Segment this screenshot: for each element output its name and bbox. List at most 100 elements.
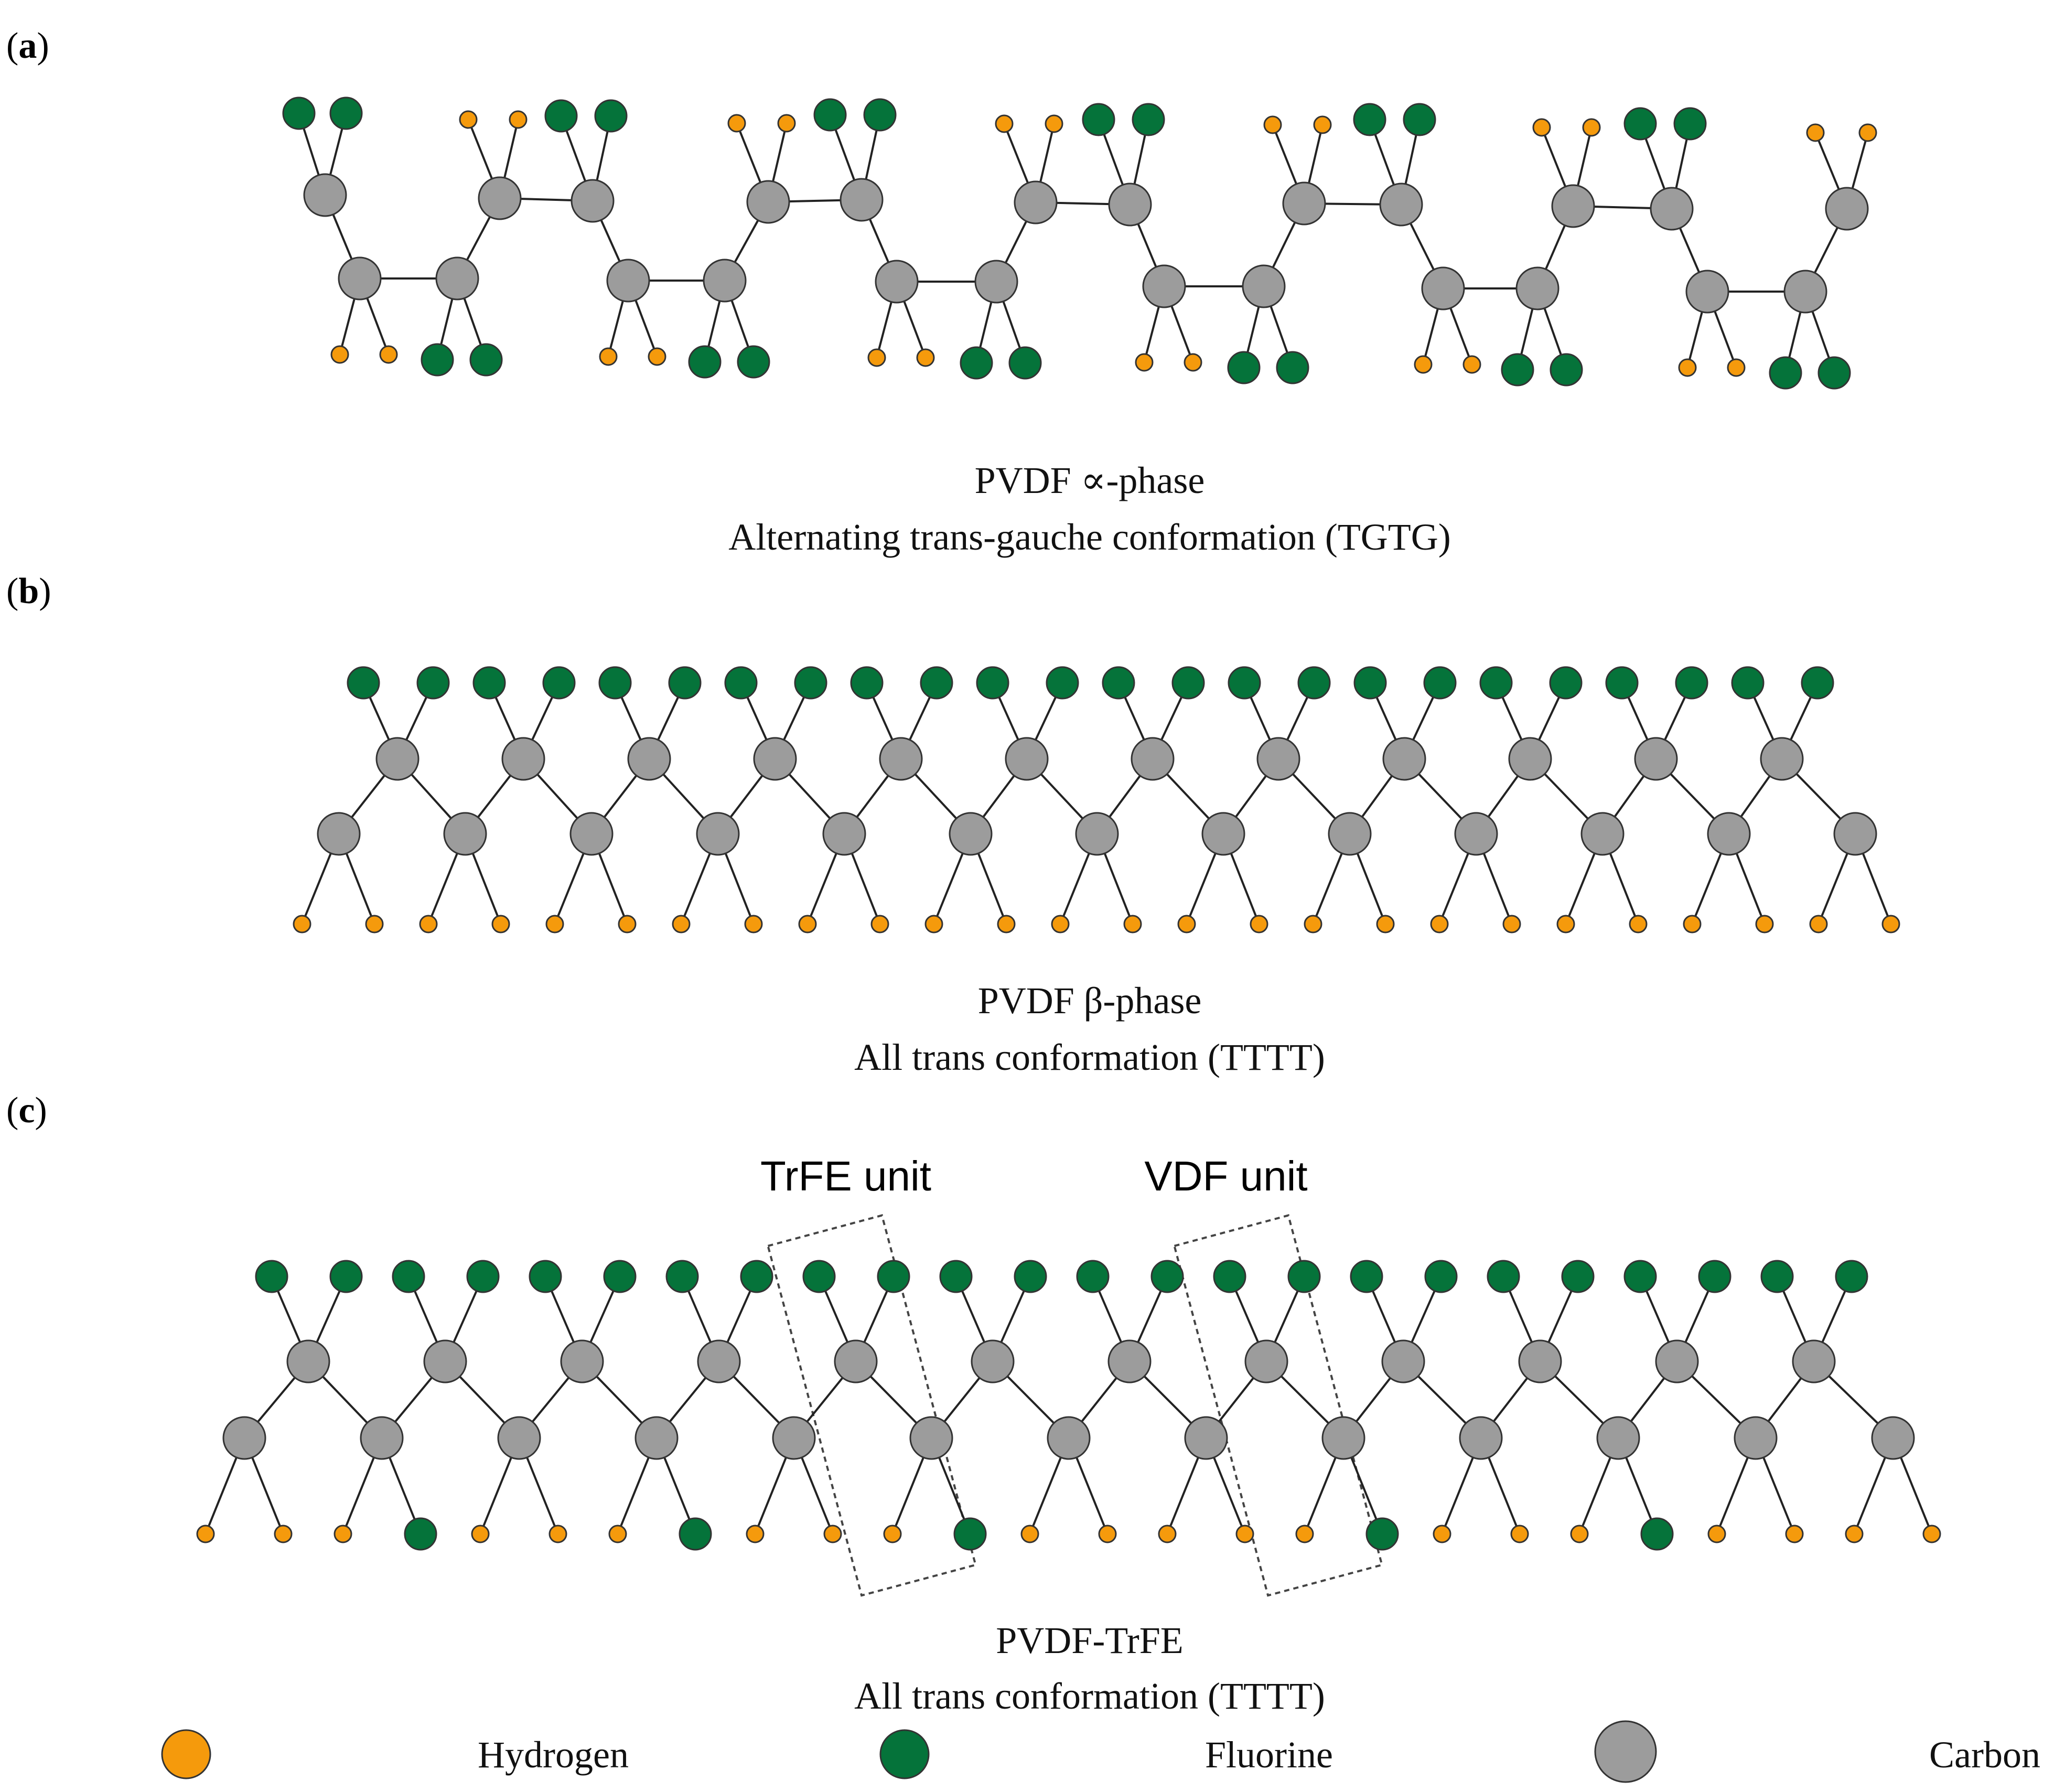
fluorine-atom bbox=[466, 1260, 500, 1293]
fluorine-atom bbox=[679, 1517, 712, 1551]
carbon-atom bbox=[834, 1339, 878, 1383]
panel-a-caption-line2: Alternating trans-gauche conformation (T… bbox=[728, 516, 1451, 558]
fluorine-atom bbox=[421, 343, 454, 377]
fluorine-atom bbox=[1817, 356, 1851, 390]
carbon-atom bbox=[478, 176, 522, 220]
fluorine-atom bbox=[1479, 666, 1513, 700]
carbon-atom bbox=[1551, 184, 1595, 228]
carbon-atom bbox=[1871, 1416, 1915, 1460]
carbon-atom bbox=[375, 737, 420, 781]
fluorine-atom bbox=[347, 666, 380, 700]
carbon-atom bbox=[696, 812, 740, 856]
fluorine-atom bbox=[953, 1517, 987, 1551]
carbon-atom bbox=[286, 1339, 330, 1383]
carbon-atom bbox=[1108, 183, 1152, 227]
pvdf-beta-chain bbox=[293, 666, 1900, 933]
hydrogen-atom bbox=[1235, 1525, 1254, 1543]
hydrogen-atom bbox=[1158, 1525, 1177, 1543]
hydrogen-atom bbox=[870, 915, 889, 933]
fluorine-atom bbox=[939, 1260, 973, 1293]
carbon-atom bbox=[1421, 266, 1465, 310]
carbon-atom bbox=[1201, 812, 1245, 856]
carbon-atom bbox=[317, 812, 361, 856]
carbon-atom bbox=[1734, 1416, 1778, 1460]
hydrogen-atom bbox=[1922, 1525, 1941, 1543]
panel-c-caption-line1: PVDF-TrFE bbox=[996, 1619, 1184, 1661]
fluorine-atom bbox=[1132, 103, 1165, 136]
carbon-atom bbox=[360, 1416, 404, 1460]
legend-carbon-label: Carbon bbox=[1929, 1734, 2040, 1776]
carbon-atom bbox=[1459, 1416, 1503, 1460]
hydrogen-atom bbox=[1785, 1525, 1804, 1543]
hydrogen-atom bbox=[1707, 1525, 1726, 1543]
carbon-atom bbox=[497, 1416, 541, 1460]
fluorine-atom bbox=[1605, 666, 1639, 700]
panel-c: (c) TrFE unit VDF unit PVDF-TrFE All tra… bbox=[6, 1090, 1941, 1717]
carbon-atom bbox=[1005, 737, 1049, 781]
carbon-atom bbox=[569, 812, 614, 856]
carbon-atom bbox=[840, 178, 884, 222]
hydrogen-atom bbox=[1263, 115, 1282, 134]
fluorine-atom bbox=[1228, 666, 1261, 700]
hydrogen-atom bbox=[1570, 1525, 1589, 1543]
carbon-atom bbox=[1650, 187, 1694, 231]
fluorine-atom bbox=[1675, 666, 1708, 700]
hydrogen-atom bbox=[1858, 123, 1877, 142]
panel-b-caption-line2: All trans conformation (TTTT) bbox=[854, 1036, 1325, 1078]
carbon-atom bbox=[1107, 1339, 1152, 1383]
hydrogen-atom bbox=[672, 915, 691, 933]
carbon-atom bbox=[1596, 1416, 1640, 1460]
hydrogen-atom bbox=[1629, 915, 1648, 933]
fluorine-atom bbox=[1549, 666, 1583, 700]
hydrogen-atom bbox=[334, 1525, 352, 1543]
fluorine-atom bbox=[598, 666, 632, 700]
fluorine-atom bbox=[1365, 1517, 1399, 1551]
hydrogen-atom bbox=[1881, 915, 1900, 933]
fluorine-atom bbox=[469, 343, 503, 377]
hydrogen-atom bbox=[1462, 355, 1481, 374]
fluorine-atom bbox=[1008, 346, 1042, 380]
carbon-atom bbox=[1075, 812, 1119, 856]
carbon-atom bbox=[1515, 266, 1559, 310]
hydrogen-atom bbox=[1135, 353, 1154, 372]
fluorine-atom bbox=[1076, 1260, 1110, 1293]
legend-hydrogen-label: Hydrogen bbox=[478, 1734, 629, 1776]
fluorine-atom bbox=[544, 99, 578, 133]
hydrogen-atom bbox=[274, 1525, 293, 1543]
carbon-atom bbox=[949, 812, 993, 856]
carbon-atom bbox=[634, 1416, 679, 1460]
hydrogen-atom bbox=[995, 114, 1014, 133]
fluorine-atom bbox=[1424, 1260, 1458, 1293]
hydrogen-atom bbox=[823, 1525, 842, 1543]
fluorine-atom bbox=[594, 99, 628, 133]
carbon-atom bbox=[338, 256, 382, 301]
pvdf-trfe-chain bbox=[196, 1260, 1941, 1551]
fluorine-atom bbox=[1353, 666, 1387, 700]
carbon-atom bbox=[1685, 270, 1729, 314]
fluorine-atom bbox=[1487, 1260, 1520, 1293]
fluorine-atom bbox=[1640, 1517, 1674, 1551]
carbon-atom bbox=[1282, 181, 1326, 226]
fluorine-atom bbox=[1287, 1260, 1321, 1293]
hydrogen-atom bbox=[1678, 358, 1697, 377]
legend-carbon-swatch bbox=[1594, 1720, 1657, 1783]
hydrogen-atom bbox=[1414, 355, 1433, 374]
vdf-unit-label: VDF unit bbox=[1144, 1153, 1307, 1199]
hydrogen-atom bbox=[379, 345, 398, 364]
carbon-atom bbox=[435, 256, 479, 301]
legend-hydrogen-swatch bbox=[161, 1729, 211, 1779]
fluorine-atom bbox=[1046, 666, 1079, 700]
fluorine-atom bbox=[976, 666, 1009, 700]
carbon-atom bbox=[1580, 812, 1625, 856]
hydrogen-atom bbox=[1430, 915, 1449, 933]
carbon-atom bbox=[1454, 812, 1498, 856]
carbon-atom bbox=[1825, 187, 1869, 231]
hydrogen-atom bbox=[471, 1525, 490, 1543]
fluorine-atom bbox=[1673, 107, 1707, 141]
fluorine-atom bbox=[1403, 103, 1436, 136]
carbon-atom bbox=[1321, 1416, 1365, 1460]
legend-fluorine-label: Fluorine bbox=[1205, 1734, 1333, 1776]
hydrogen-atom bbox=[1020, 1525, 1039, 1543]
fluorine-atom bbox=[392, 1260, 425, 1293]
